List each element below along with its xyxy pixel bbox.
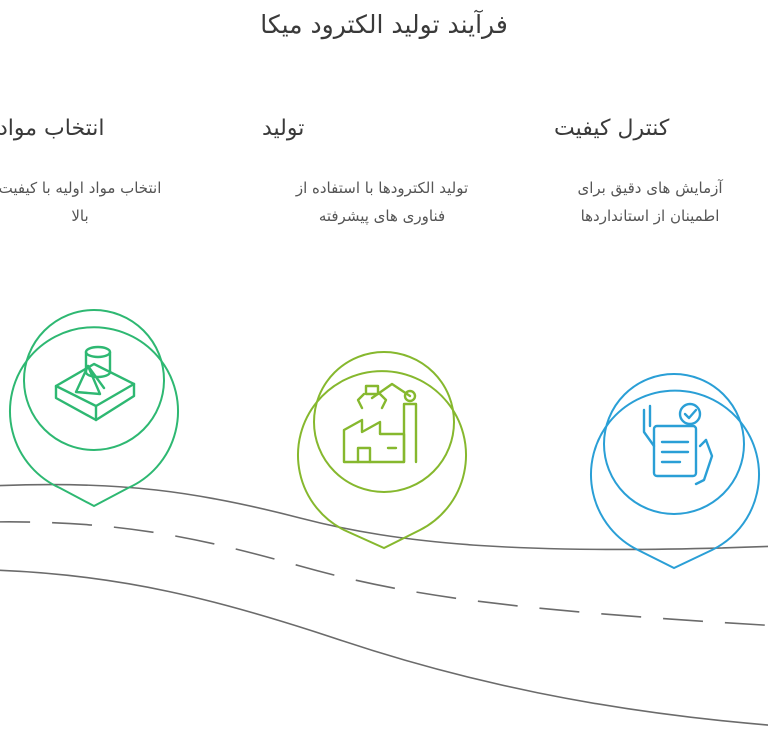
pin-outline bbox=[297, 370, 467, 550]
step-description-line: تولید الکترودها با استفاده از bbox=[295, 179, 469, 197]
road-bottom-edge bbox=[0, 569, 768, 726]
factory-robot-arm-icon bbox=[342, 382, 418, 464]
step-title-quality-control: کنترل کیفیت bbox=[554, 116, 670, 141]
checklist-hand-icon bbox=[642, 402, 714, 486]
road-center-dashes bbox=[0, 521, 768, 627]
pin-outline bbox=[9, 326, 179, 508]
pin-inner-ring bbox=[603, 373, 745, 515]
step-description-materials: انتخاب مواد اولیه با کیفیت بالا bbox=[0, 174, 200, 230]
step-description-production: تولید الکترودها با استفاده از فناوری های… bbox=[262, 174, 502, 230]
materials-shapes-icon bbox=[54, 345, 136, 422]
step-description-line: انتخاب مواد اولیه با کیفیت bbox=[0, 179, 162, 197]
step-description-line: فناوری های پیشرفته bbox=[318, 207, 446, 225]
step-description-line: آزمایش های دقیق برای bbox=[577, 179, 723, 197]
step-description-line: اطمینان از استانداردها bbox=[580, 207, 720, 225]
pin-inner-ring bbox=[313, 351, 455, 493]
step-title-materials: انتخاب مواد bbox=[0, 116, 105, 141]
page-title: فرآیند تولید الکترود میکا bbox=[260, 10, 508, 39]
pin-inner-ring bbox=[23, 309, 165, 451]
step-description-line: بالا bbox=[71, 207, 89, 225]
map-pin-materials bbox=[9, 309, 179, 508]
map-pin-quality-control bbox=[590, 373, 760, 570]
step-title-production: تولید bbox=[262, 116, 305, 141]
step-description-quality-control: آزمایش های دقیق برای اطمینان از استاندار… bbox=[530, 174, 768, 230]
road bbox=[0, 483, 768, 726]
pin-outline bbox=[590, 389, 760, 570]
road-top-edge bbox=[0, 483, 768, 551]
map-pin-production bbox=[297, 351, 467, 550]
